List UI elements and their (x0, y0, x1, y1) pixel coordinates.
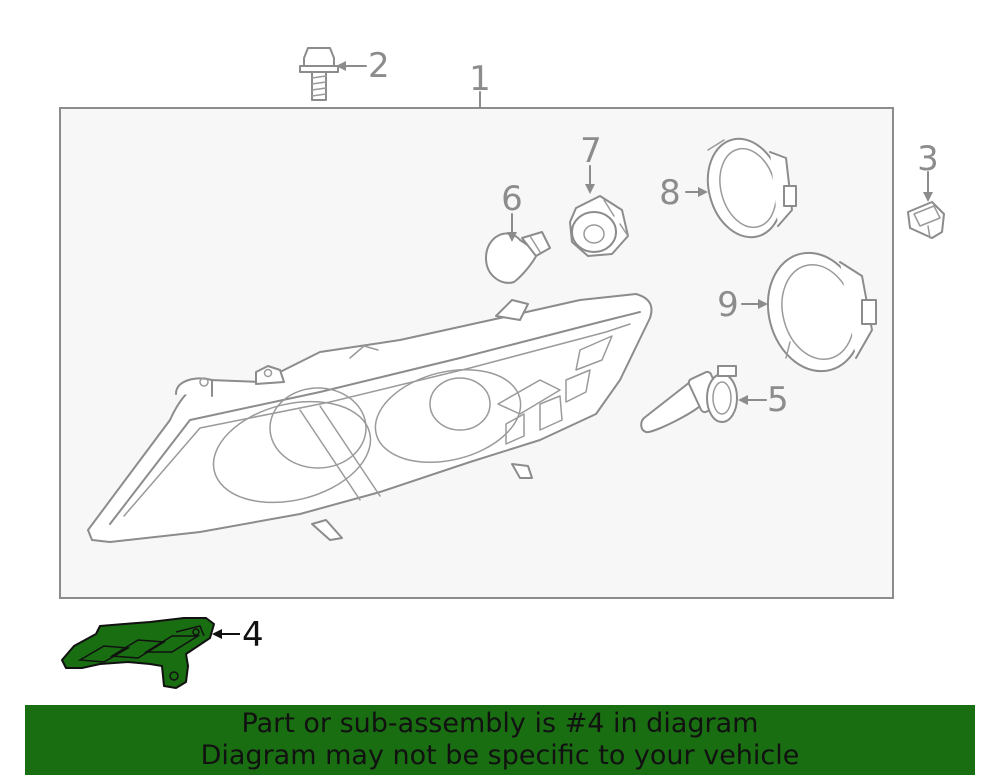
callout-8: 8 (659, 173, 681, 213)
callout-5: 5 (767, 380, 789, 420)
bulb-part-6[interactable] (485, 231, 551, 284)
banner-line-1: Part or sub-assembly is #4 in diagram (241, 708, 759, 739)
info-banner: Part or sub-assembly is #4 in diagram Di… (25, 705, 975, 775)
callout-1: 1 (469, 59, 491, 99)
callout-8-arrow (685, 187, 708, 197)
banner-line-2: Diagram may not be specific to your vehi… (200, 740, 800, 771)
callout-6: 6 (501, 179, 523, 219)
callout-9: 9 (717, 285, 739, 325)
headlamp-housing[interactable] (87, 293, 653, 543)
callout-5-arrow (738, 395, 767, 405)
cover-part-9[interactable] (755, 242, 877, 382)
cover-part-8[interactable] (697, 130, 797, 245)
bracket-part-4[interactable] (61, 617, 215, 689)
bolt-part-2[interactable] (299, 47, 339, 101)
callout-9-arrow (741, 299, 768, 309)
callout-2-arrow (336, 61, 367, 71)
clip-part-3[interactable] (907, 201, 945, 239)
callout-6-arrow (507, 213, 517, 242)
bulb-part-5[interactable] (640, 365, 738, 434)
callout-4: 4 (242, 615, 264, 655)
callout-2: 2 (368, 46, 390, 86)
callout-3-arrow (923, 171, 933, 202)
callout-4-arrow (212, 629, 240, 639)
callout-3: 3 (917, 139, 939, 179)
callout-7-arrow (585, 165, 595, 194)
socket-part-7[interactable] (569, 195, 629, 257)
callout-7: 7 (580, 131, 602, 171)
